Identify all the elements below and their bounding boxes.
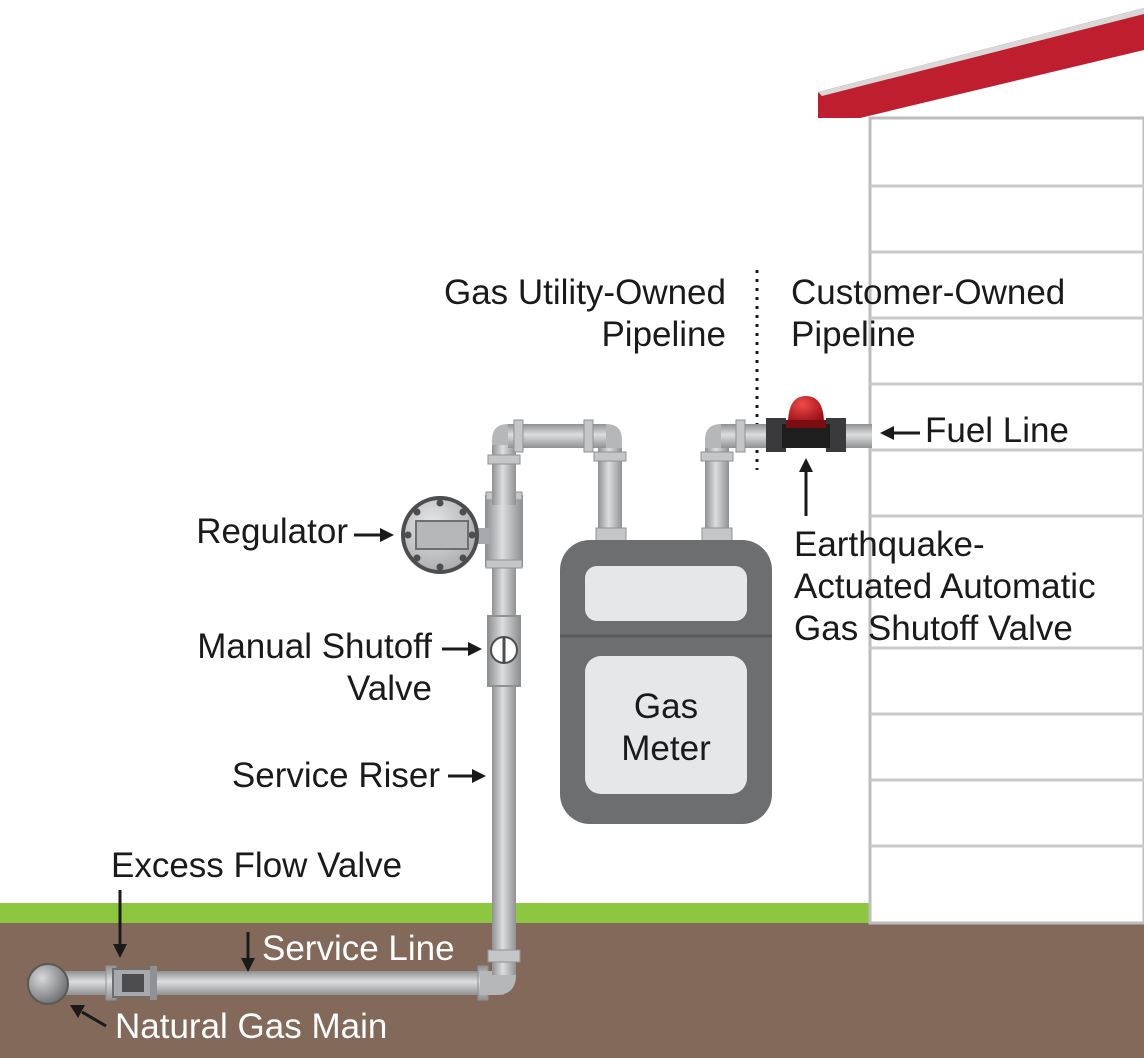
regulator-arrow bbox=[354, 528, 394, 542]
manual-shutoff-valve bbox=[487, 615, 521, 687]
manual-shutoff-valve-label: Manual Shutoff Valve bbox=[197, 626, 432, 710]
natural-gas-main-arrow bbox=[70, 1005, 107, 1028]
roof bbox=[818, 8, 1144, 118]
excess-flow-valve-arrow bbox=[113, 890, 127, 958]
riser-coupling-bottom bbox=[487, 949, 521, 963]
utility-owned-line2: Pipeline bbox=[601, 315, 726, 354]
excess-flow-valve-label: Excess Flow Valve bbox=[111, 846, 403, 885]
regulator bbox=[401, 496, 490, 574]
manual-shutoff-arrow bbox=[442, 642, 482, 656]
customer-owned-line2: Pipeline bbox=[791, 315, 916, 354]
fuel-line-arrow bbox=[880, 426, 920, 440]
manual-shutoff-line1: Manual Shutoff bbox=[197, 627, 432, 666]
service-riser-arrow bbox=[448, 769, 486, 783]
earthquake-valve-line1: Earthquake- bbox=[794, 525, 985, 564]
gas-meter bbox=[560, 527, 772, 824]
meter-top-window bbox=[585, 566, 747, 621]
natural-gas-main bbox=[27, 963, 69, 1005]
meter-inlet-pipe bbox=[487, 419, 627, 532]
customer-owned-pipeline-label: Customer-Owned Pipeline bbox=[791, 272, 1065, 356]
gas-meter-line2: Meter bbox=[621, 729, 711, 768]
utility-owned-line1: Gas Utility-Owned bbox=[443, 273, 726, 312]
manual-shutoff-line2: Valve bbox=[347, 669, 432, 708]
fuel-line-label: Fuel Line bbox=[925, 411, 1069, 450]
earthquake-valve-arrow bbox=[799, 458, 813, 516]
utility-owned-pipeline-label: Gas Utility-Owned Pipeline bbox=[444, 272, 726, 356]
gas-meter-label: Gas Meter bbox=[585, 686, 747, 770]
grass-strip bbox=[0, 903, 870, 923]
customer-owned-line1: Customer-Owned bbox=[791, 273, 1066, 312]
meter-outlet-pipe bbox=[700, 419, 781, 532]
earthquake-valve-line3: Gas Shutoff Valve bbox=[794, 609, 1073, 648]
service-line-arrow bbox=[241, 932, 255, 972]
excess-flow-valve bbox=[112, 966, 157, 1000]
earthquake-valve-line2: Actuated Automatic bbox=[794, 567, 1096, 606]
meter-dial-window bbox=[585, 656, 747, 794]
service-riser-label: Service Riser bbox=[231, 756, 440, 795]
house-wall bbox=[868, 116, 1144, 925]
earthquake-shutoff-valve bbox=[766, 396, 846, 452]
service-line-label: Service Line bbox=[262, 929, 455, 968]
earthquake-valve-label: Earthquake- Actuated Automatic Gas Shuto… bbox=[794, 524, 1096, 650]
regulator-label: Regulator bbox=[196, 512, 348, 551]
gas-meter-line1: Gas bbox=[633, 687, 699, 726]
regulator-body bbox=[485, 495, 523, 567]
natural-gas-main-label: Natural Gas Main bbox=[115, 1007, 388, 1046]
